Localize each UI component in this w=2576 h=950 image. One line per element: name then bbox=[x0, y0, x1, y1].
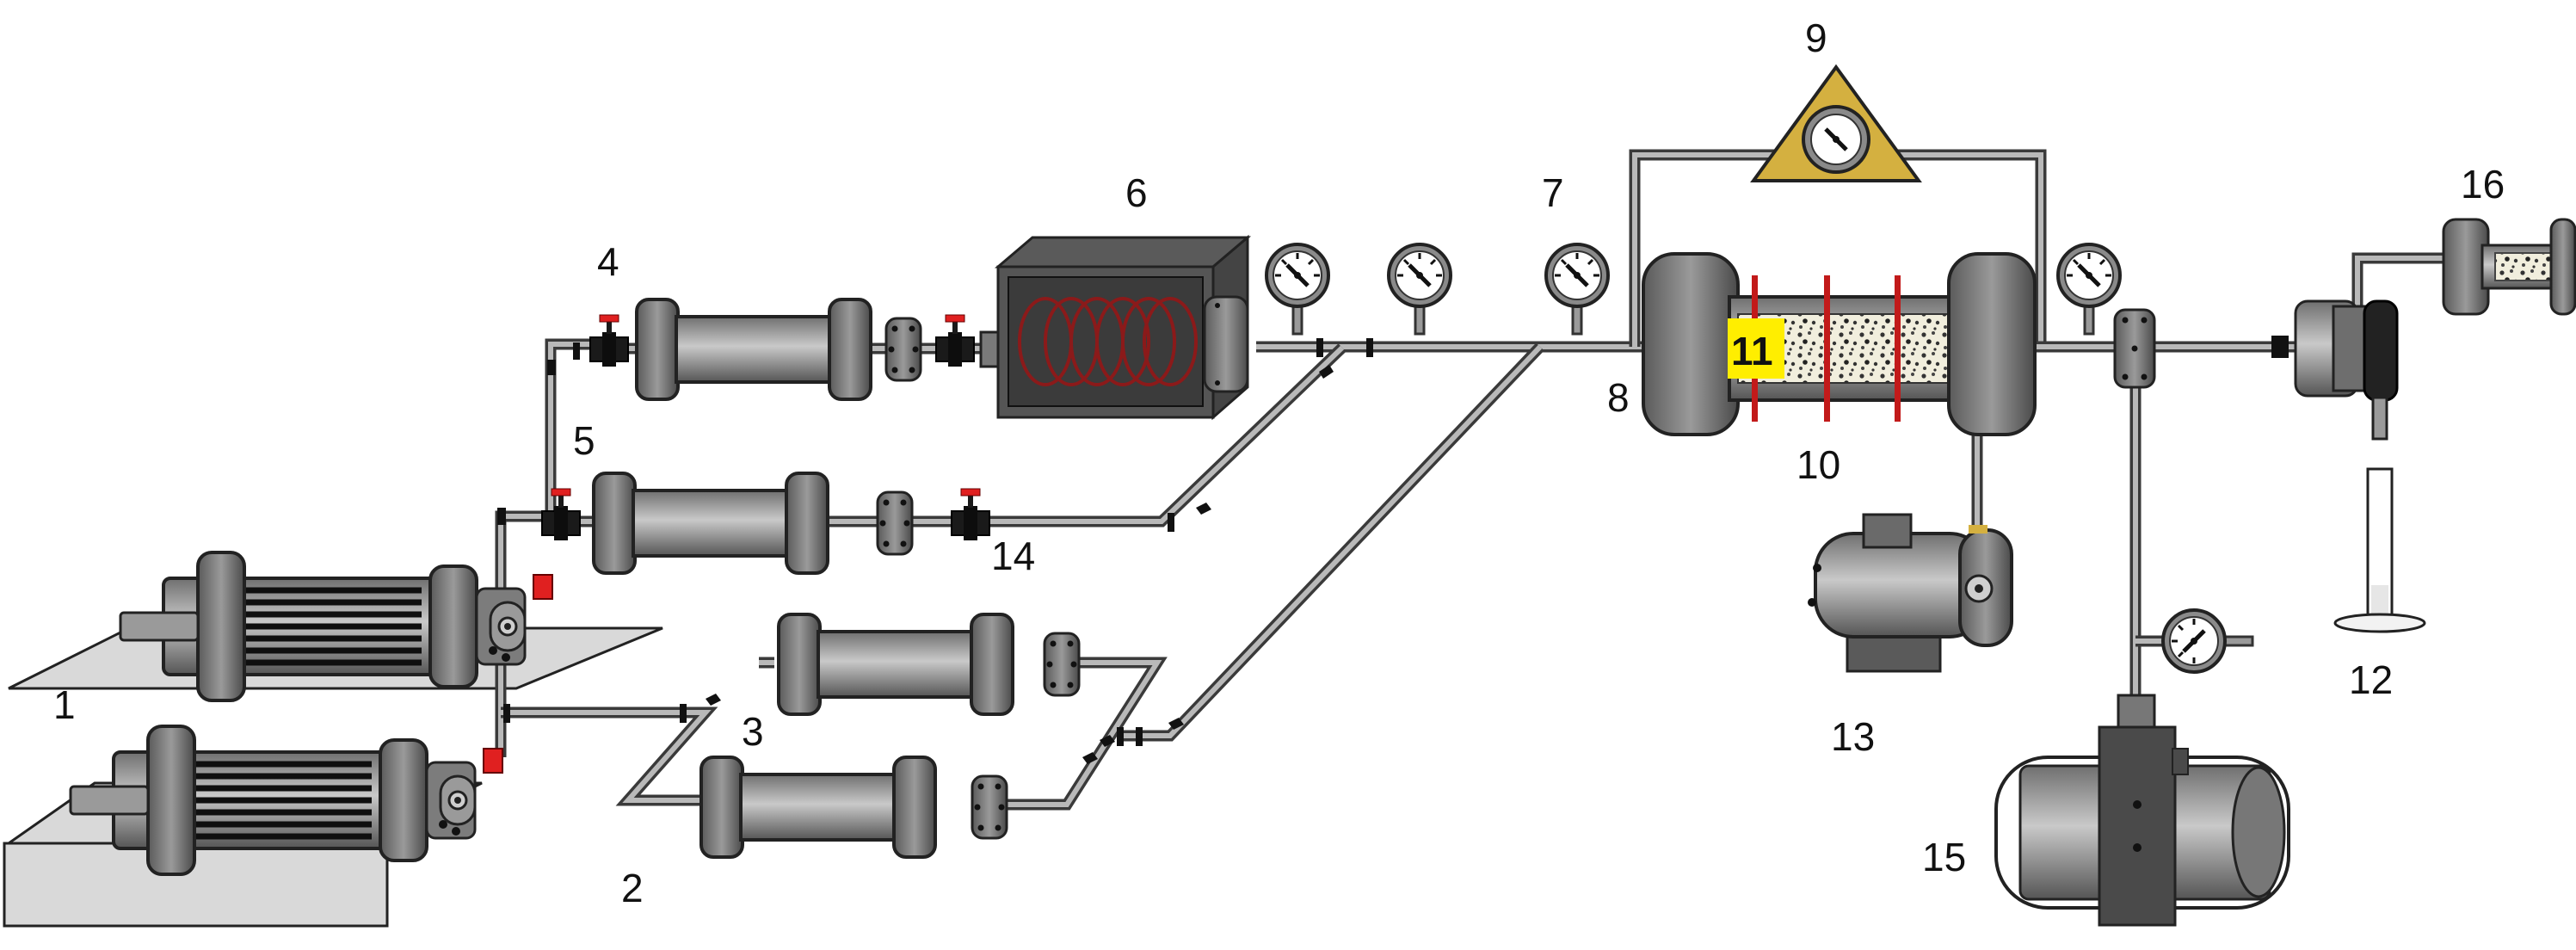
heating-oven bbox=[994, 234, 1252, 421]
core-holder bbox=[1642, 252, 2037, 436]
label-10: 10 bbox=[1796, 442, 1840, 487]
label-5: 5 bbox=[573, 418, 595, 463]
top-accumulator-line bbox=[589, 298, 1000, 401]
label-4: 4 bbox=[597, 239, 619, 284]
label-14: 14 bbox=[991, 534, 1035, 578]
gas-separator bbox=[1994, 694, 2290, 927]
label-2: 2 bbox=[621, 866, 644, 910]
label-11: 11 bbox=[1731, 329, 1773, 373]
differential-pressure-gauge bbox=[1750, 64, 1922, 182]
label-7: 7 bbox=[1542, 170, 1564, 215]
outlet-fitting bbox=[2113, 308, 2156, 389]
back-pressure-regulator bbox=[2271, 299, 2399, 441]
label-15: 15 bbox=[1922, 835, 1966, 879]
gas-cylinder bbox=[2442, 218, 2576, 316]
measuring-cylinder bbox=[2333, 467, 2426, 633]
label-1: 1 bbox=[53, 682, 76, 727]
label-12: 12 bbox=[2349, 657, 2393, 702]
vacuum-pump bbox=[1808, 513, 2013, 673]
dual-pump-motors bbox=[71, 552, 553, 874]
label-3: 3 bbox=[742, 709, 764, 754]
component-labels: 1 2 3 4 5 6 7 8 9 10 11 12 13 14 15 16 bbox=[53, 15, 2505, 910]
label-13: 13 bbox=[1831, 714, 1875, 759]
label-8: 8 bbox=[1607, 375, 1630, 420]
label-6: 6 bbox=[1125, 170, 1148, 215]
label-9: 9 bbox=[1805, 15, 1827, 60]
label-16: 16 bbox=[2461, 162, 2505, 207]
